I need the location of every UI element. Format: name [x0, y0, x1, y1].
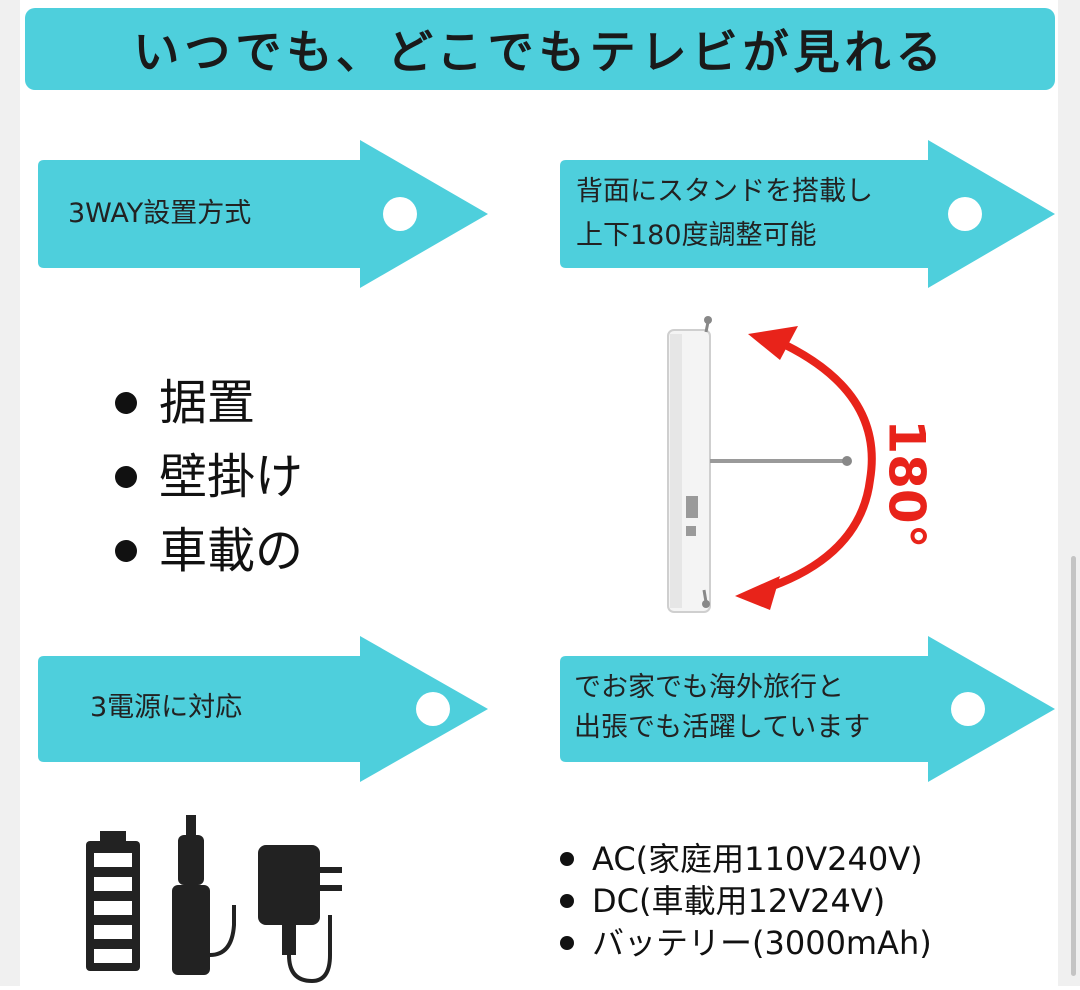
bullet-dot [560, 936, 574, 950]
tv-stand-icon [640, 300, 940, 620]
list-item-label: 据置 [159, 375, 256, 431]
title-banner: いつでも、どこでもテレビが見れる [25, 8, 1055, 90]
arrow-power-label: 3電源に対応 [90, 692, 243, 723]
power-source-list: AC(家庭用110V240V) DC(車載用12V24V) バッテリー(3000… [560, 838, 932, 964]
scrollbar-thumb[interactable] [1071, 556, 1076, 976]
arrow-stand-line2: 上下180度調整可能 [576, 220, 817, 251]
list-item: AC(家庭用110V240V) [560, 838, 932, 880]
power-source-icons [82, 805, 362, 986]
list-item-label: AC(家庭用110V240V) [592, 840, 923, 878]
arrow-shape [38, 636, 488, 782]
page-title: いつでも、どこでもテレビが見れる [133, 25, 947, 79]
list-item: 車載の [115, 514, 303, 588]
list-item: DC(車載用12V24V) [560, 880, 932, 922]
arrow-travel-line1: でお家でも海外旅行と [574, 672, 844, 703]
list-item: 壁掛け [115, 440, 303, 514]
list-item: 据置 [115, 366, 303, 440]
list-item-label: バッテリー(3000mAh) [592, 924, 932, 962]
arrow-travel-line2: 出張でも活躍しています [574, 712, 871, 743]
arrow-3way: 3WAY設置方式 [38, 140, 488, 288]
arrow-shape [560, 140, 1055, 288]
list-item-label: 壁掛け [159, 449, 304, 505]
arrow-shape [38, 140, 488, 288]
arrow-travel: でお家でも海外旅行と 出張でも活躍しています [560, 636, 1055, 782]
bullet-dot [115, 466, 137, 488]
bullet-dot [560, 894, 574, 908]
bullet-dot [115, 540, 137, 562]
list-item-label: DC(車載用12V24V) [592, 882, 886, 920]
battery-icon [86, 831, 140, 971]
list-item-label: 車載の [159, 523, 304, 579]
arrow-power: 3電源に対応 [38, 636, 488, 782]
arrow-shape [560, 636, 1055, 782]
rotation-arrow-icon [735, 326, 876, 610]
arrow-stand-line1: 背面にスタンドを搭載し [576, 176, 873, 207]
right-margin [1058, 0, 1080, 986]
ac-adapter-icon [258, 845, 342, 984]
arrow-3way-label: 3WAY設置方式 [68, 198, 252, 229]
install-methods-list: 据置 壁掛け 車載の [115, 366, 303, 588]
arrow-stand: 背面にスタンドを搭載し 上下180度調整可能 [560, 140, 1055, 288]
bullet-dot [115, 392, 137, 414]
rotation-angle-label: 180° [877, 419, 936, 549]
list-item: バッテリー(3000mAh) [560, 922, 932, 964]
bullet-dot [560, 852, 574, 866]
left-margin [0, 0, 20, 986]
car-charger-icon [172, 815, 236, 975]
